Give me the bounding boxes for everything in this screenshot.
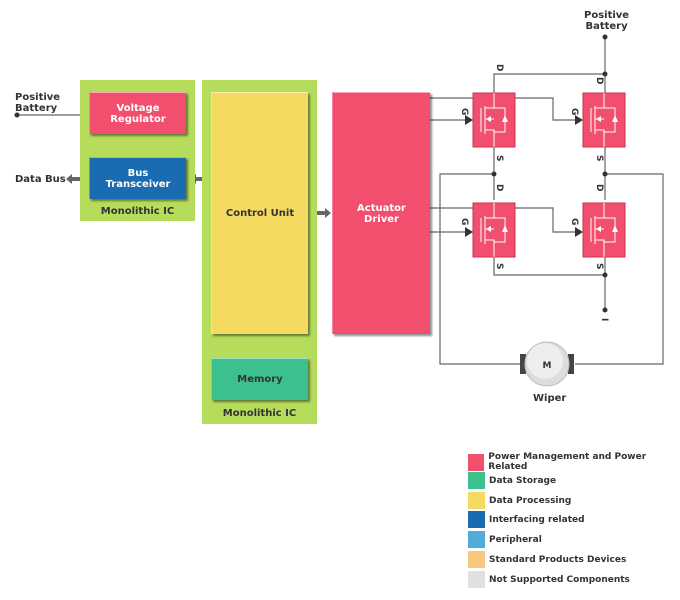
block-label: Driver (364, 213, 399, 225)
legend-item: Data Processing (468, 492, 571, 509)
legend-swatch (468, 511, 485, 528)
memory-block[interactable]: Memory (211, 358, 308, 400)
legend-label: Peripheral (489, 534, 542, 545)
battery-terminal-left (14, 112, 20, 118)
pin-s: S (494, 155, 504, 161)
pin-d: D (494, 184, 504, 191)
pin-d: D (594, 184, 604, 191)
legend-label: Data Processing (489, 495, 572, 506)
legend-label: Not Supported Components (489, 574, 630, 585)
block-label: Bus (127, 167, 149, 179)
legend-item: Power Management and Power Related (468, 452, 680, 472)
legend-swatch (468, 551, 485, 568)
label-line: Battery (15, 103, 58, 114)
motor-icon: M (520, 341, 574, 387)
legend-swatch (468, 531, 485, 548)
motor-label: M (543, 361, 552, 371)
pin-s: S (594, 155, 604, 161)
pin-ground: I (599, 318, 609, 321)
legend-item: Standard Products Devices (468, 551, 626, 568)
monolithic-ic-label: Monolithic IC (100, 206, 175, 217)
pin-s: S (594, 263, 604, 269)
block-label: Control Unit (225, 208, 295, 219)
legend-item: Peripheral (468, 531, 542, 548)
monolithic-ic-label: Monolithic IC (222, 408, 297, 419)
legend-item: Interfacing related (468, 511, 585, 528)
block-label: Memory (237, 374, 283, 385)
label-line: Battery (585, 21, 628, 32)
wiper-label: Wiper (533, 393, 567, 404)
block-label: Transceiver (105, 178, 171, 190)
pin-d: D (494, 64, 504, 71)
positive-battery-label-top: Positive Battery (584, 10, 629, 32)
block-label: Regulator (110, 113, 166, 125)
positive-battery-label-left: Positive Battery (15, 92, 60, 114)
label-line: Positive (584, 10, 630, 21)
label-line: Positive (15, 92, 61, 103)
block-label: Actuator (357, 202, 406, 214)
pin-g: G (459, 108, 469, 115)
legend-label: Interfacing related (489, 514, 585, 525)
pin-g: G (569, 108, 579, 115)
block-label: Voltage (116, 102, 160, 114)
legend-swatch (468, 492, 485, 509)
legend-label: Standard Products Devices (489, 554, 627, 565)
legend-swatch (468, 453, 485, 471)
control-unit-block[interactable]: Control Unit (211, 92, 308, 334)
pin-s: S (494, 263, 504, 269)
pin-g: G (569, 218, 579, 225)
legend-item: Not Supported Components (468, 571, 630, 588)
legend-item: Data Storage (468, 472, 556, 489)
data-bus-label: Data Bus (15, 174, 66, 185)
pin-d: D (594, 77, 604, 84)
pin-g: G (459, 218, 469, 225)
legend-swatch (468, 571, 485, 588)
legend-label: Data Storage (489, 475, 557, 486)
legend-label: Power Management and Power Related (488, 452, 647, 472)
legend-swatch (468, 472, 485, 489)
